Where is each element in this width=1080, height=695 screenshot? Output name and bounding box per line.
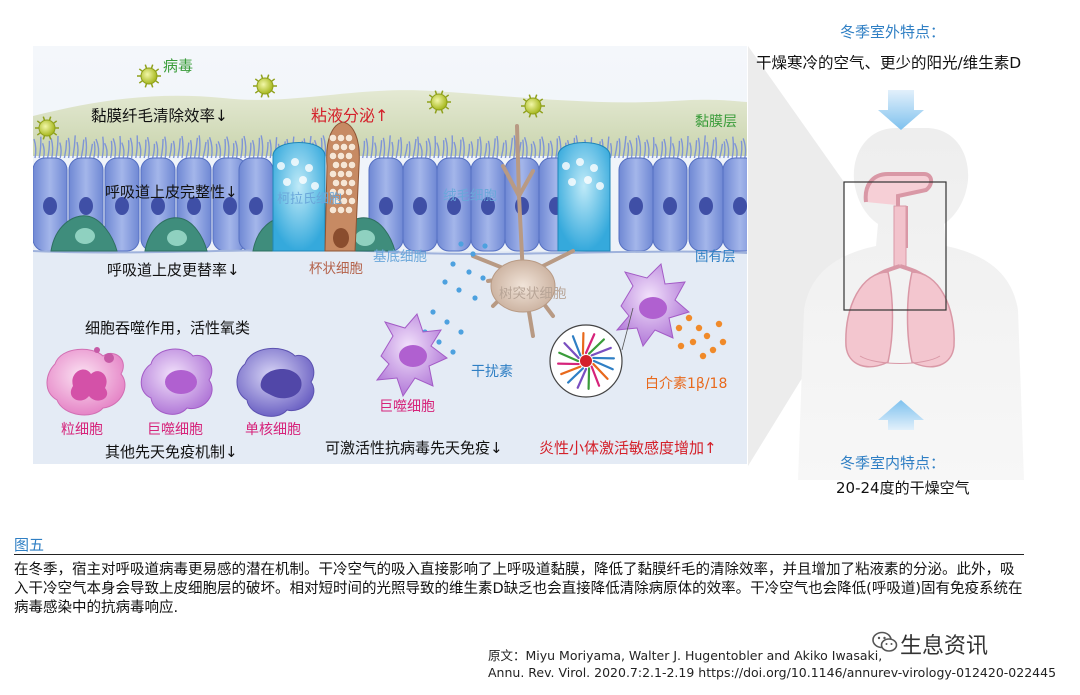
indoor-title: 冬季室内特点： <box>840 454 946 472</box>
watermark-text: 生息资讯 <box>900 634 989 659</box>
mucus-secretion-label: 粘液分泌↑ <box>311 106 389 125</box>
macrophage-label: 巨噬细胞 <box>147 422 203 438</box>
airway-illustration <box>33 46 747 464</box>
outdoor-title: 冬季室外特点： <box>840 23 946 41</box>
outdoor-text: 干燥寒冷的空气、更少的阳光/维生素D <box>756 54 1022 72</box>
figure-caption: 在冬季，宿主对呼吸道病毒更易感的潜在机制。干冷空气的吸入直接影响了上呼吸道黏膜，… <box>14 562 1023 616</box>
inducible-immunity-label: 可激活性抗病毒先天免疫↓ <box>325 439 503 457</box>
basal-cell-label: 基底细胞 <box>373 249 427 265</box>
source-line-1: 原文：Miyu Moriyama, Walter J. Hugentobler … <box>488 648 883 663</box>
indoor-text: 20-24度的干燥空气 <box>836 479 970 497</box>
human-silhouette <box>748 46 1024 480</box>
mucus-layer-label: 黏膜层 <box>695 114 737 130</box>
goblet-cell-label: 杯状细胞 <box>309 261 363 277</box>
lamina-propria-label: 固有层 <box>695 249 736 265</box>
dendritic-cell-label: 树突状细胞 <box>499 286 567 302</box>
caption-rule <box>14 554 1024 555</box>
figure-label: 图五 <box>14 536 45 554</box>
phagocytosis-label: 细胞吞噬作用，活性氧类 <box>85 319 251 337</box>
wechat-icon <box>872 631 898 652</box>
source-line-2: Annu. Rev. Virol. 2020.7:2.1-2.19 https:… <box>488 665 1057 680</box>
cilia-clearance-label: 黏膜纤毛清除效率↓ <box>91 107 228 125</box>
granulocyte-label: 粒细胞 <box>61 422 103 438</box>
inflammasome-label: 炎性小体激活敏感度增加↑ <box>539 439 717 457</box>
macrophage-label-lamina: 巨噬细胞 <box>379 399 435 415</box>
virus-label: 病毒 <box>163 57 194 75</box>
other-innate-label: 其他先天免疫机制↓ <box>105 443 238 461</box>
ciliated-cell-label: 绒毛细胞 <box>443 188 497 204</box>
airway-diagram: 病毒 黏膜层 黏膜纤毛清除效率↓ 粘液分泌↑ 呼吸道上皮完整性↓ 柯拉氏细胞 绒… <box>33 46 747 464</box>
il1b-label: 白介素1β/18 <box>645 376 728 392</box>
monocyte-label: 单核细胞 <box>245 422 301 438</box>
clara-cell-label: 柯拉氏细胞 <box>277 192 343 207</box>
human-figure-panel <box>748 10 1078 480</box>
interferon-label: 干扰素 <box>471 364 513 380</box>
epithelium-integrity-label: 呼吸道上皮完整性↓ <box>105 183 238 201</box>
epithelium-renewal-label: 呼吸道上皮更替率↓ <box>107 261 240 279</box>
